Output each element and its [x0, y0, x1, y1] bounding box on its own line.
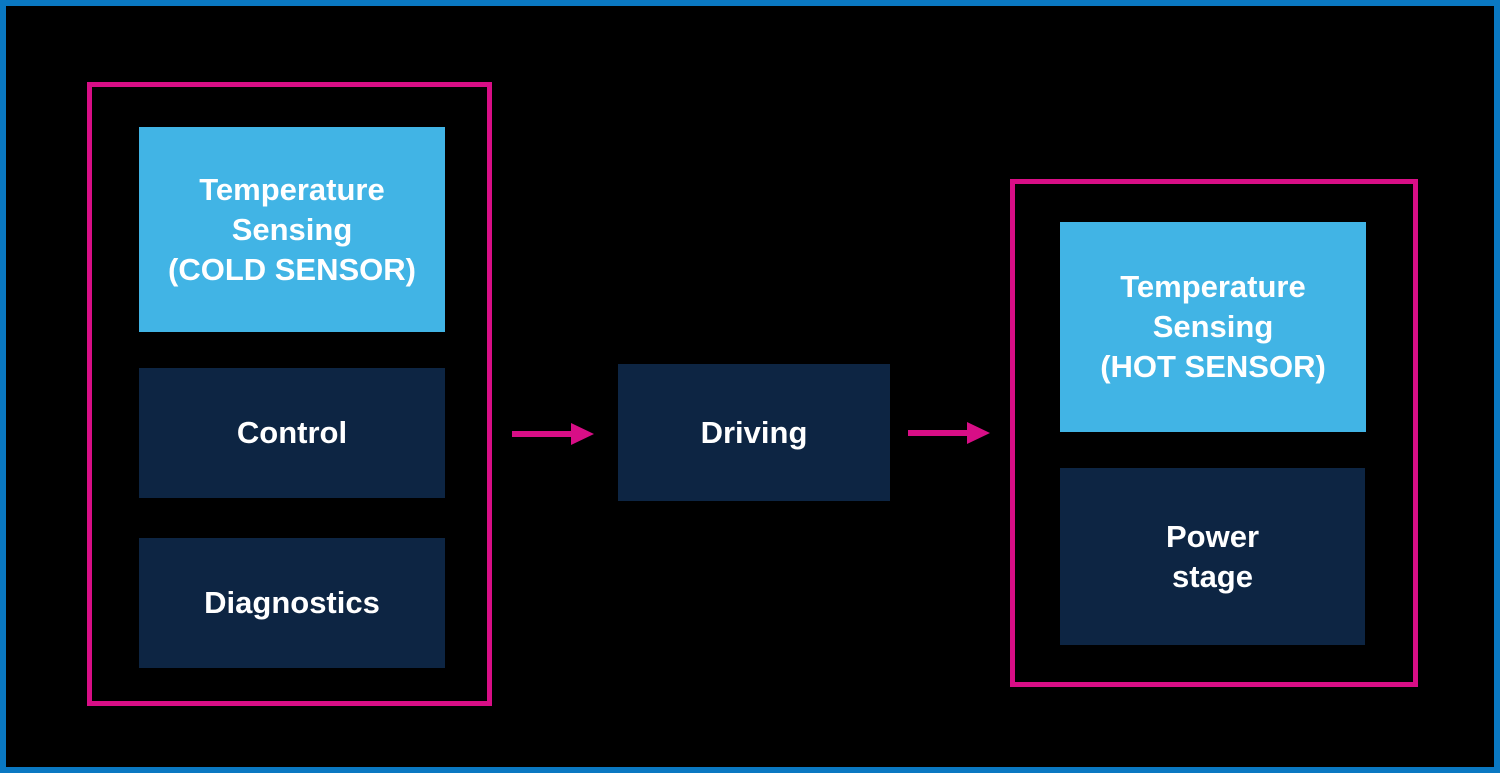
block-label: Power stage	[1165, 518, 1260, 594]
block-temperature-sensing-hot: Temperature Sensing (HOT SENSOR)	[1060, 222, 1366, 432]
block-label: Driving	[700, 414, 808, 450]
cold-side-group-outline	[87, 82, 492, 706]
block-diagnostics: Diagnostics	[139, 538, 445, 668]
hot-side-group-outline	[1010, 179, 1418, 687]
block-temperature-sensing-cold: Temperature Sensing (COLD SENSOR)	[139, 127, 445, 332]
block-label: Diagnostics	[204, 585, 380, 620]
arrow-right-icon	[908, 422, 990, 444]
block-control: Control	[139, 368, 445, 498]
block-driving: Driving	[618, 364, 890, 501]
block-label: Temperature Sensing (HOT SENSOR)	[1100, 269, 1326, 384]
block-power-stage: Power stage	[1060, 468, 1365, 645]
block-label: Control	[236, 415, 348, 450]
block-label: Temperature Sensing (COLD SENSOR)	[168, 171, 416, 287]
connector-cold-group-to-driving	[512, 420, 594, 448]
connector-driving-to-hot-group	[908, 419, 990, 447]
arrow-right-icon	[512, 423, 594, 445]
